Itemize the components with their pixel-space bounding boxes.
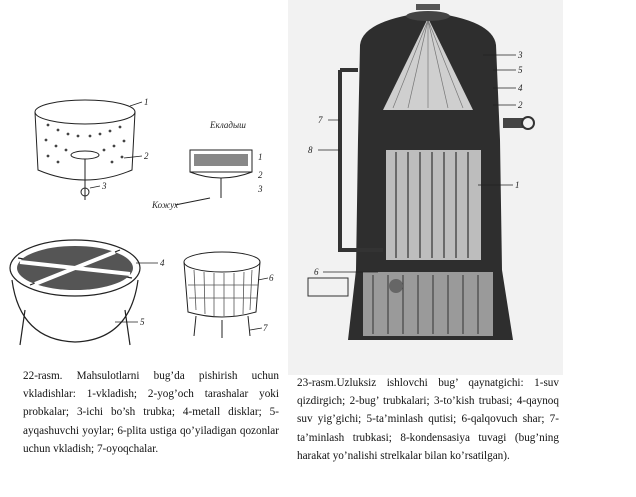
fig22-label-3: 3 bbox=[101, 181, 107, 191]
figure-23-caption: 23-rasm.Uzluksiz ishlovchi bug’ qaynatgi… bbox=[297, 377, 559, 462]
fig23-label-3: 3 bbox=[517, 50, 523, 60]
fig22-label-bottom: Кожух bbox=[151, 200, 178, 210]
fig22-label-top: Екладыш bbox=[209, 120, 246, 130]
fig22-section-label-2: 2 bbox=[258, 170, 263, 180]
fig22-section-label-1: 1 bbox=[258, 152, 263, 162]
fig22-label-7: 7 bbox=[263, 323, 268, 333]
fig23-label-5: 5 bbox=[518, 65, 523, 75]
fig23-label-1: 1 bbox=[515, 180, 520, 190]
fig22-label-4: 4 bbox=[160, 258, 165, 268]
fig23-label-6: 6 bbox=[314, 267, 319, 277]
fig23-label-4: 4 bbox=[518, 83, 523, 93]
fig23-label-2: 2 bbox=[518, 100, 523, 110]
fig22-label-5: 5 bbox=[140, 317, 145, 327]
fig22-label-1: 1 bbox=[144, 97, 149, 107]
fig22-section-label-3: 3 bbox=[257, 184, 263, 194]
fig22-label-6: 6 bbox=[269, 273, 274, 283]
figure-23-drawing: 3 5 4 2 1 7 8 6 bbox=[288, 0, 563, 375]
fig22-label-2: 2 bbox=[144, 151, 149, 161]
fig23-label-8: 8 bbox=[308, 145, 313, 155]
figure-22-drawing: 1 2 3 Екладыш Кожух 1 2 3 4 5 bbox=[9, 97, 274, 346]
fig23-label-7: 7 bbox=[318, 115, 323, 125]
figure-22-caption: 22-rasm. Mahsulotlarni bug’da pishirish … bbox=[23, 370, 279, 455]
